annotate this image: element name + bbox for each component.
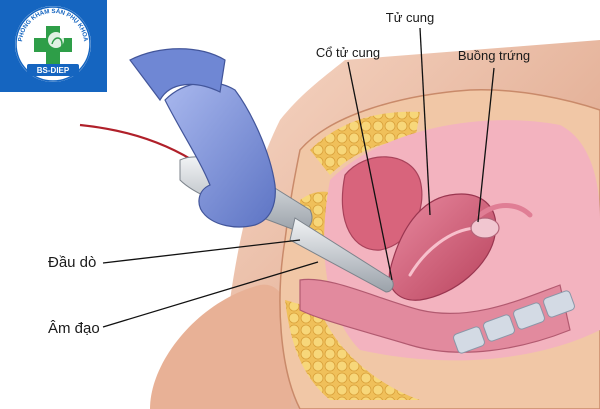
fat-layer-bottom — [285, 300, 420, 400]
ovary — [470, 217, 500, 239]
leader-uterus — [419, 27, 431, 216]
leader-probe — [102, 239, 301, 264]
clinic-logo: PHÒNG KHÁM SẢN PHỤ KHOA BS-DIEP — [0, 0, 107, 92]
label-ovary: Buồng trứng — [458, 48, 530, 63]
leader-vagina — [102, 261, 319, 328]
fallopian-tube — [477, 203, 533, 218]
medical-cross-icon — [34, 26, 72, 64]
label-uterus: Tử cung — [386, 10, 434, 25]
label-probe: Đầu dò — [48, 254, 96, 271]
logo-badge — [27, 64, 79, 76]
leader-ovary — [477, 67, 495, 223]
spine — [453, 290, 575, 354]
label-vagina: Âm đạo — [48, 320, 100, 337]
label-cervix: Cổ tử cung — [316, 45, 380, 60]
gloved-hand — [164, 81, 276, 228]
clinic-logo-graphic: PHÒNG KHÁM SẢN PHỤ KHOA BS-DIEP — [0, 0, 107, 92]
logo-badge-text: BS-DIEP — [37, 66, 70, 75]
leader-cervix — [347, 61, 393, 281]
probe-shaft — [289, 217, 394, 293]
thigh — [150, 284, 294, 409]
uterus-cavity — [408, 226, 477, 277]
glove-cuff — [129, 48, 226, 102]
